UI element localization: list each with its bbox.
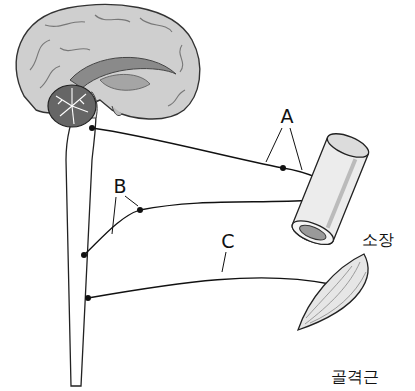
spinal-cord	[66, 100, 96, 386]
leader-lines	[112, 128, 302, 272]
small-intestine	[289, 129, 372, 249]
neuron-body	[89, 125, 95, 131]
neuron-body	[81, 252, 87, 258]
organ-label: 골격근	[331, 368, 379, 386]
nerve-label: A	[281, 106, 294, 127]
organ-label: 소장	[362, 231, 394, 249]
nerve-a	[92, 128, 318, 178]
nerve-b	[84, 200, 312, 255]
neuron-body	[280, 165, 286, 171]
neuron-body	[85, 295, 91, 301]
skeletal-muscle	[298, 254, 368, 330]
nerve-label: B	[113, 176, 126, 197]
nerve-c	[88, 278, 330, 298]
brain	[16, 5, 200, 127]
nerve-label: C	[221, 231, 234, 252]
neuron-body	[137, 207, 143, 213]
